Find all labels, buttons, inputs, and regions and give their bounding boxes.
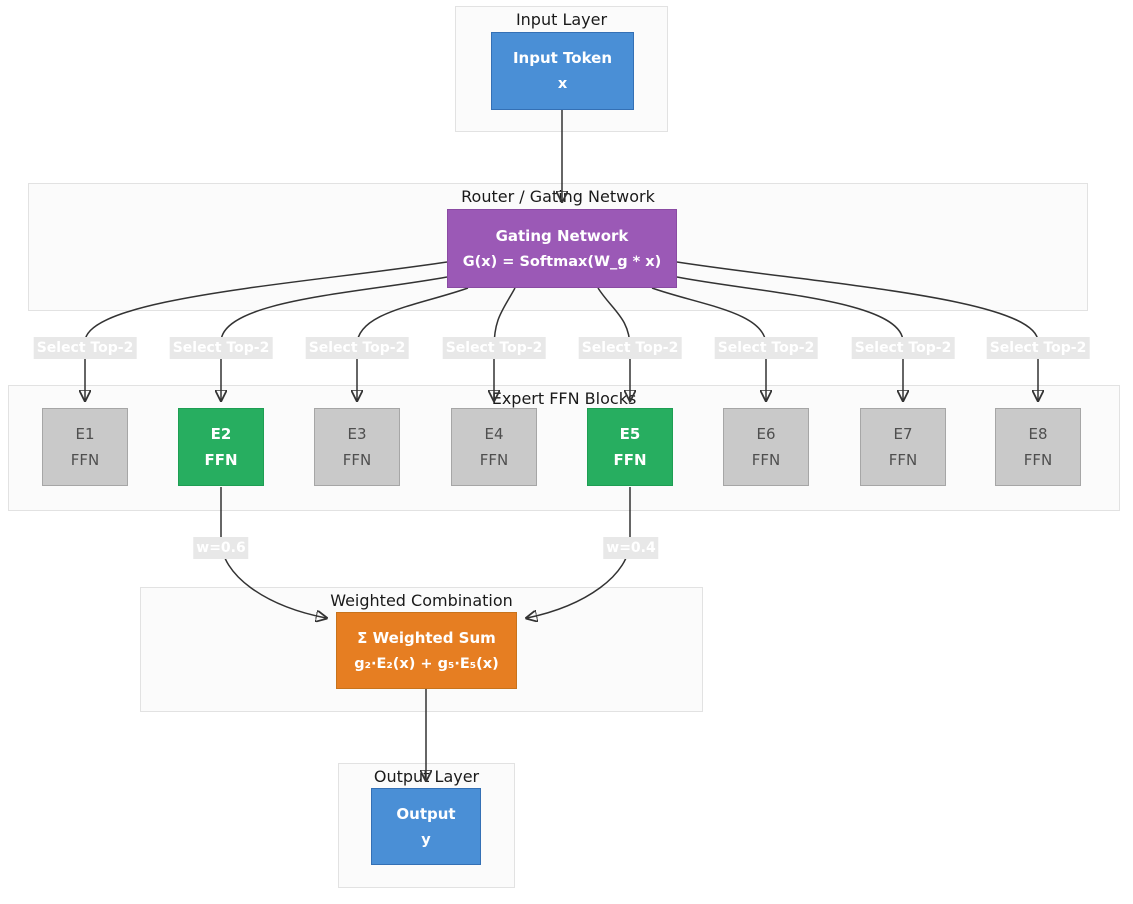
edge-label-weight-e5: w=0.4 xyxy=(603,537,659,559)
node-label: E1 xyxy=(75,425,95,443)
node-expert-e3: E3 FFN xyxy=(314,408,400,486)
node-label: E3 xyxy=(347,425,367,443)
subgraph-title-router: Router / Gating Network xyxy=(461,187,655,206)
edge-label-select-top2: Select Top-2 xyxy=(851,337,955,359)
node-expert-e4: E4 FFN xyxy=(451,408,537,486)
subgraph-weighted-combination: Weighted Combination xyxy=(140,587,703,712)
node-label: Input Token xyxy=(512,49,613,67)
node-label: E6 xyxy=(756,425,776,443)
edge-label-select-top2: Select Top-2 xyxy=(442,337,546,359)
edge-label-select-top2: Select Top-2 xyxy=(33,337,137,359)
node-label: Output xyxy=(396,804,456,823)
edge-label-select-top2: Select Top-2 xyxy=(169,337,273,359)
node-formula: G(x) = Softmax(W_g * x) xyxy=(462,253,662,270)
edge-label-select-top2: Select Top-2 xyxy=(305,337,409,359)
node-sublabel: x xyxy=(557,76,568,92)
edge-label-select-top2: Select Top-2 xyxy=(578,337,682,359)
node-output: Output y xyxy=(371,788,481,865)
subgraph-title-input-layer: Input Layer xyxy=(515,10,608,29)
node-sublabel: FFN xyxy=(613,451,647,469)
node-expert-e7: E7 FFN xyxy=(860,408,946,486)
node-weighted-sum: Σ Weighted Sum g₂·E₂(x) + g₅·E₅(x) xyxy=(336,612,517,689)
node-sublabel: y xyxy=(421,831,431,848)
subgraph-title-output: Output Layer xyxy=(373,767,480,786)
node-label: E8 xyxy=(1028,425,1048,443)
node-sublabel: FFN xyxy=(70,451,100,469)
node-input-token: Input Token x xyxy=(491,32,634,110)
node-sublabel: FFN xyxy=(751,451,781,469)
node-label: E2 xyxy=(210,425,232,443)
node-sublabel: FFN xyxy=(342,451,372,469)
edge-label-select-top2: Select Top-2 xyxy=(714,337,818,359)
node-expert-e5-selected: E5 FFN xyxy=(587,408,673,486)
edge-label-select-top2: Select Top-2 xyxy=(986,337,1090,359)
node-label: E7 xyxy=(893,425,913,443)
node-sublabel: FFN xyxy=(479,451,509,469)
node-label: Gating Network xyxy=(495,226,629,245)
subgraph-expert-ffn-blocks: Expert FFN Blocks xyxy=(8,385,1120,511)
node-sublabel: FFN xyxy=(888,451,918,469)
node-expert-e8: E8 FFN xyxy=(995,408,1081,486)
edge-label-weight-e2: w=0.6 xyxy=(193,537,249,559)
subgraph-title-combine: Weighted Combination xyxy=(330,591,513,610)
node-expert-e1: E1 FFN xyxy=(42,408,128,486)
node-gating-network: Gating Network G(x) = Softmax(W_g * x) xyxy=(447,209,677,288)
node-expert-e2-selected: E2 FFN xyxy=(178,408,264,486)
node-formula: g₂·E₂(x) + g₅·E₅(x) xyxy=(354,655,499,672)
node-sublabel: FFN xyxy=(1023,451,1053,469)
node-sublabel: FFN xyxy=(204,451,238,469)
node-label: E5 xyxy=(619,425,641,443)
node-expert-e6: E6 FFN xyxy=(723,408,809,486)
subgraph-title-experts: Expert FFN Blocks xyxy=(491,389,637,408)
node-label: E4 xyxy=(484,425,504,443)
node-label: Σ Weighted Sum xyxy=(357,628,496,647)
